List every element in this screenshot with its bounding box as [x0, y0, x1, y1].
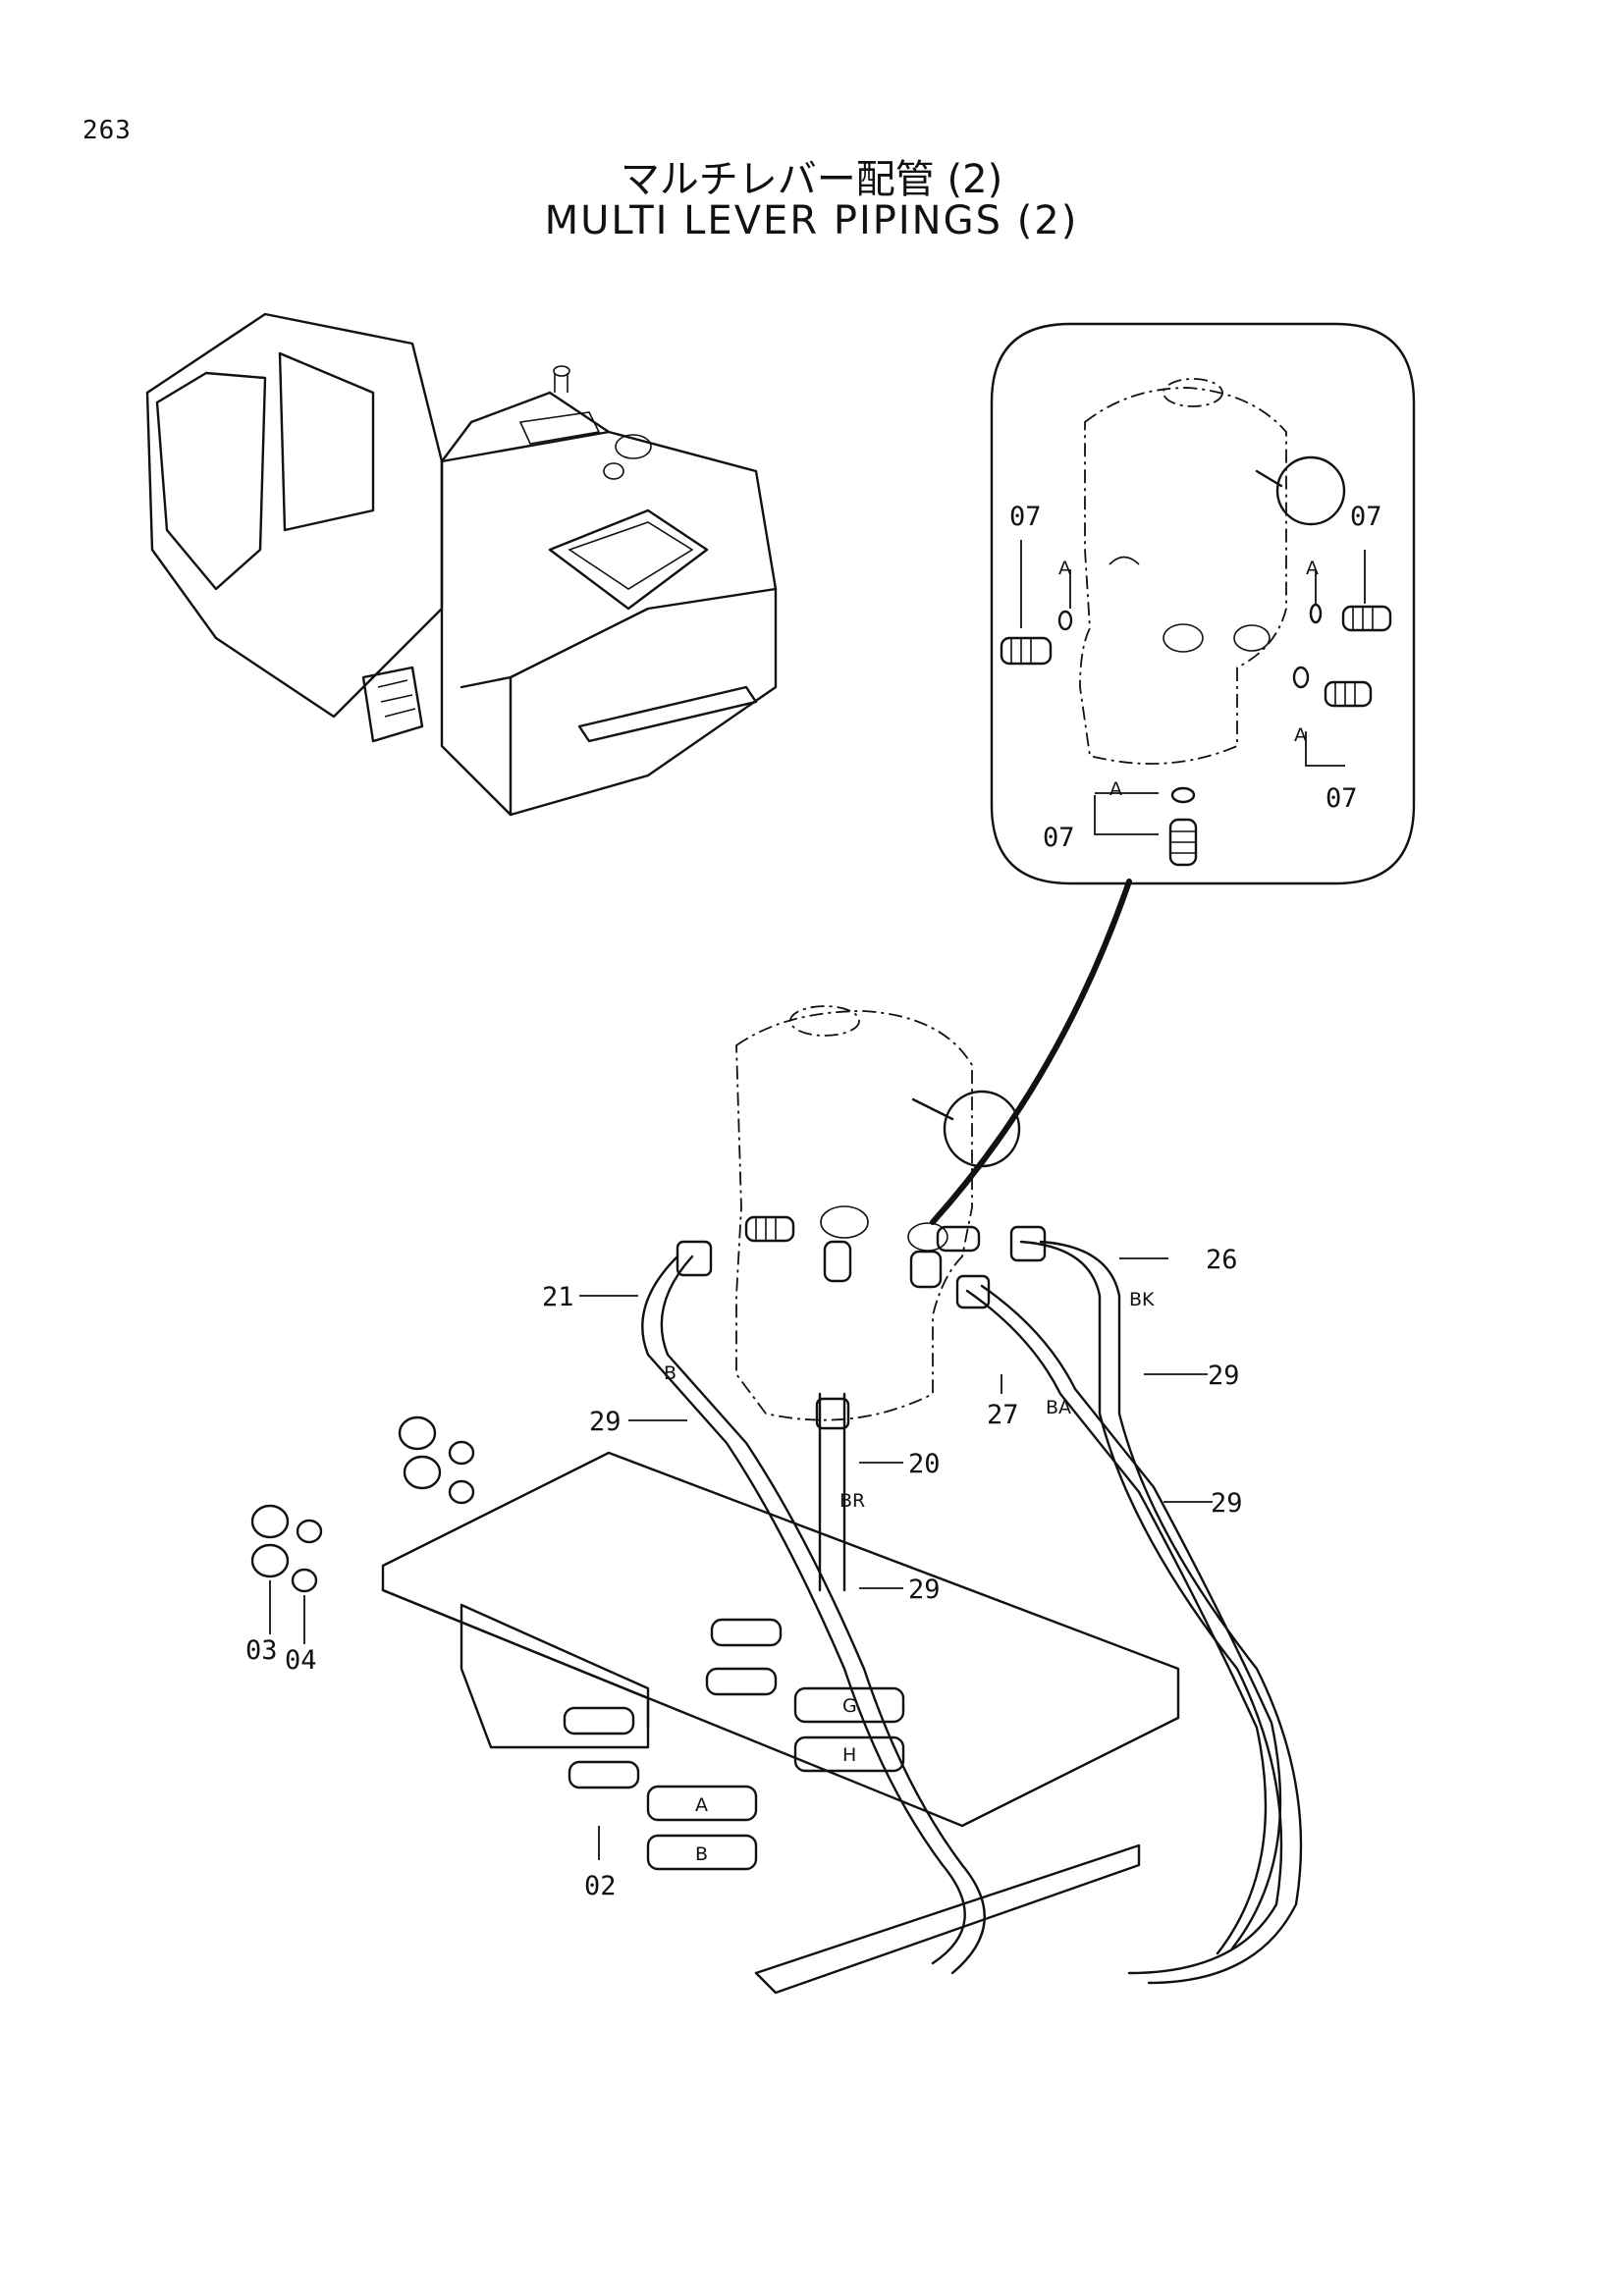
callout-29: 29	[1211, 1488, 1243, 1519]
multi-lever-valve	[735, 1005, 1021, 1421]
callout-07: 07	[1325, 783, 1358, 814]
callout-07: 07	[1350, 502, 1382, 532]
connector-block	[381, 1451, 1180, 1995]
callout-29: 29	[589, 1407, 622, 1437]
hose-tag-br: BR	[839, 1490, 865, 1512]
callout-27: 27	[987, 1400, 1019, 1430]
page-title-japanese: マルチレバー配管 (2)	[620, 157, 1003, 202]
callout-07: 07	[1009, 502, 1042, 532]
callout-07: 07	[1043, 823, 1075, 853]
detail-tag-a: A	[1058, 558, 1071, 579]
nuts-and-orings	[250, 1415, 475, 1644]
callout-labels: 21 29 20 29 26 29 29 27 03 04 02 B BR BA…	[245, 1245, 1243, 1901]
page-title-english: MULTI LEVER PIPINGS (2)	[544, 198, 1079, 243]
detail-tag-a: A	[1294, 724, 1307, 746]
page-number: 263	[82, 116, 132, 145]
detail-tag-a: A	[1109, 778, 1122, 800]
fittings	[563, 1618, 905, 1871]
excavator-overview	[145, 312, 778, 817]
hose-tag-a: A	[695, 1794, 708, 1816]
hose-assemblies	[641, 1225, 1303, 1985]
callout-03: 03	[245, 1635, 278, 1666]
callout-02: 02	[584, 1871, 617, 1901]
callout-26: 26	[1206, 1245, 1238, 1275]
hose-tag-bk: BK	[1129, 1289, 1155, 1310]
callout-29: 29	[908, 1575, 941, 1605]
detail-callout-bubble: 07 07 07 07 A A A A	[930, 322, 1416, 1225]
callout-29: 29	[1208, 1361, 1240, 1391]
hose-tag-b: B	[695, 1843, 708, 1865]
hose-tag-b: B	[664, 1362, 676, 1384]
callout-21: 21	[542, 1282, 574, 1312]
detail-tag-a: A	[1306, 558, 1319, 579]
callout-04: 04	[285, 1645, 317, 1676]
hose-tag-ba: BA	[1046, 1397, 1071, 1418]
hose-tag-g: G	[842, 1695, 857, 1717]
callout-20: 20	[908, 1449, 941, 1479]
hose-tag-h: H	[842, 1744, 856, 1766]
